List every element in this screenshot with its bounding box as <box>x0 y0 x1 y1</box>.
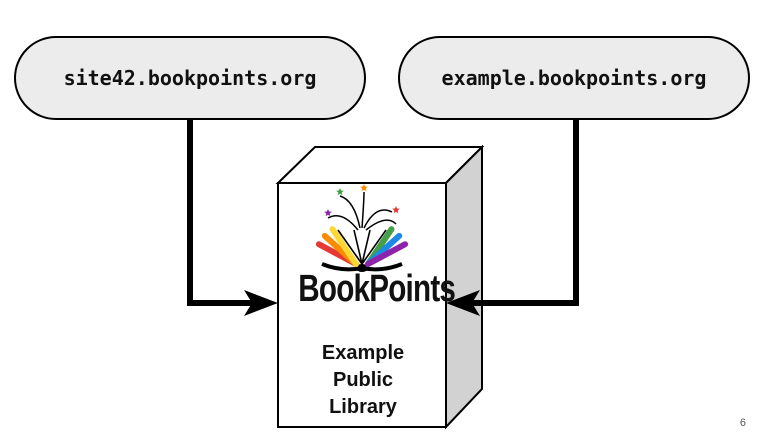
arrowhead-left <box>244 290 278 316</box>
book-ray-left <box>329 226 359 267</box>
spark-trail <box>339 195 361 229</box>
domain-label-site42: site42.bookpoints.org <box>63 66 317 90</box>
domain-label-example: example.bookpoints.org <box>441 66 707 90</box>
spark-trail <box>363 209 393 229</box>
library-line-1: Example <box>321 342 405 364</box>
book-spine <box>356 264 368 272</box>
connector-left <box>187 120 278 316</box>
brand-wordmark: BookPoints <box>298 268 456 310</box>
book-ray-right <box>365 241 409 267</box>
star-icon <box>336 188 344 196</box>
page-number: 6 <box>739 417 746 429</box>
library-line-3: Library <box>329 396 397 418</box>
book-page-line <box>337 229 363 265</box>
domain-pill-example: example.bookpoints.org <box>398 36 750 120</box>
library-line-2: Public <box>332 369 393 391</box>
book-page-line <box>361 229 387 265</box>
connector-right <box>446 120 579 316</box>
book-page-line <box>353 229 363 265</box>
spark-trail <box>365 219 397 231</box>
star-icon <box>360 184 368 192</box>
book-page-line <box>361 229 371 265</box>
domain-pill-site42: site42.bookpoints.org <box>14 36 366 120</box>
star-icon <box>324 209 332 217</box>
spark-trail <box>327 215 359 231</box>
open-book-rainbow-icon <box>315 184 409 272</box>
arrowhead-right <box>446 290 480 316</box>
spark-trail <box>361 191 365 229</box>
star-icon <box>392 206 400 214</box>
library-name: Example Public Library <box>280 340 446 421</box>
